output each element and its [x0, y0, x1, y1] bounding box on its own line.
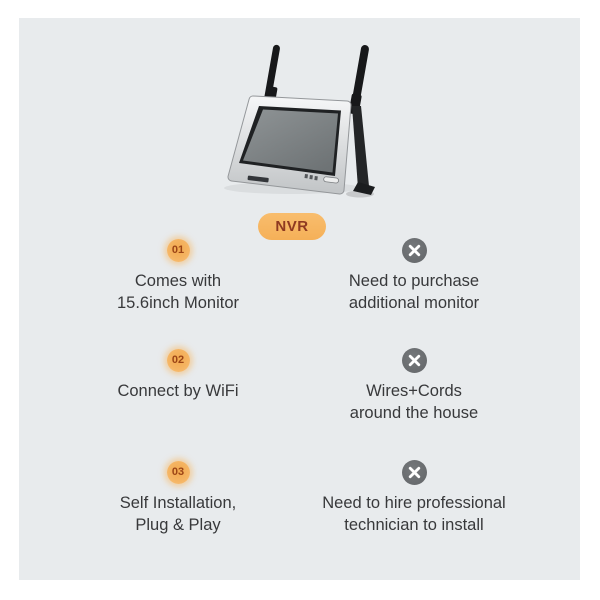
drawback-item-1: Need to purchase additional monitor [294, 237, 534, 314]
feature-text: Connect by WiFi [117, 382, 239, 400]
drawback-text: Need to purchase [348, 272, 480, 290]
x-circle-icon [401, 347, 427, 373]
x-icon-row [401, 347, 427, 373]
feature-text: Comes with [134, 272, 222, 290]
feature-item-1: 01 Comes with 15.6inch Monitor [68, 237, 288, 314]
step-badge-02: 02 [166, 348, 190, 372]
x-circle-icon [401, 459, 427, 485]
background-panel: NVR 01 Comes with 15.6inch Monitor Need … [19, 18, 580, 580]
step-badge-01: 01 [166, 238, 190, 262]
drawback-text: additional monitor [348, 293, 480, 312]
drawback-text: around the house [349, 403, 479, 422]
monitor-body [227, 95, 352, 195]
drawback-item-2: Wires+Cords around the house [294, 347, 534, 424]
step-badge-row: 01 [166, 237, 190, 263]
monitor-screen [243, 109, 338, 173]
step-badge-03: 03 [166, 460, 190, 484]
feature-text: Self Installation, [119, 494, 237, 512]
drawback-text: technician to install [344, 515, 484, 534]
feature-text: Plug & Play [135, 515, 221, 534]
drawback-text: Need to hire professional [322, 494, 506, 512]
bezel-slider [323, 176, 340, 184]
step-badge-row: 02 [166, 347, 190, 373]
nvr-label-pill: NVR [258, 213, 326, 240]
x-circle-icon [401, 237, 427, 263]
feature-text: 15.6inch Monitor [117, 293, 239, 312]
feature-item-2: 02 Connect by WiFi [68, 347, 288, 403]
step-badge-row: 03 [166, 459, 190, 485]
monitor-stand [352, 106, 375, 195]
x-mark [408, 354, 420, 366]
x-icon-row [401, 237, 427, 263]
feature-item-3: 03 Self Installation, Plug & Play [68, 459, 288, 536]
bezel-logo [247, 175, 269, 183]
bezel-buttons [304, 173, 318, 181]
x-icon-row [401, 459, 427, 485]
drawback-item-3: Need to hire professional technician to … [294, 459, 534, 536]
drawback-text: Wires+Cords [366, 382, 462, 400]
x-mark [408, 244, 420, 256]
wireless-nvr-monitor-icon [224, 44, 375, 198]
nvr-monitor-image [212, 36, 392, 204]
x-mark [408, 466, 420, 478]
